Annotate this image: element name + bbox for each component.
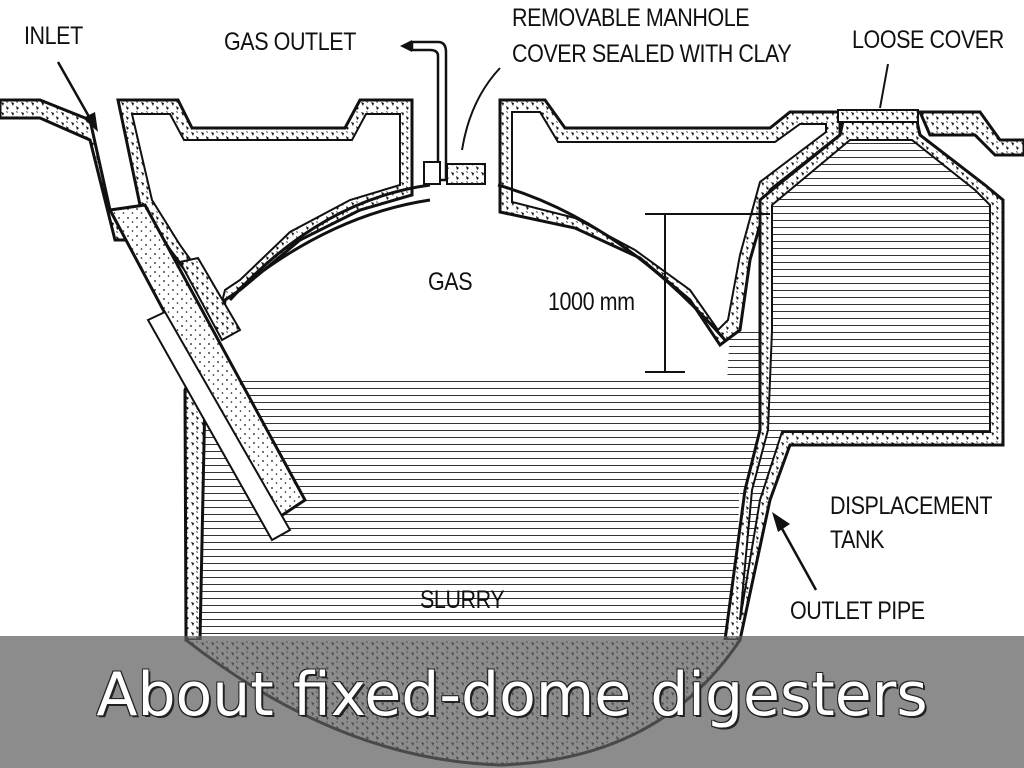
caption-band xyxy=(0,636,1024,768)
label-manhole-line2: COVER SEALED WITH CLAY xyxy=(512,40,792,68)
manhole-cover xyxy=(446,163,486,185)
loose-cover xyxy=(837,109,919,123)
label-dimension: 1000 mm xyxy=(548,288,635,316)
slide-caption: About fixed-dome digesters xyxy=(96,660,928,730)
label-outlet-pipe: OUTLET PIPE xyxy=(790,597,925,625)
label-slurry: SLURRY xyxy=(420,586,505,614)
label-displacement-line2: TANK xyxy=(830,526,885,554)
label-gas-outlet: GAS OUTLET xyxy=(224,28,356,56)
label-inlet: INLET xyxy=(24,22,83,50)
label-loose-cover: LOOSE COVER xyxy=(852,26,1004,54)
gas-outlet-pipe xyxy=(410,40,448,182)
dome-right xyxy=(497,183,727,341)
label-gas: GAS xyxy=(428,268,473,296)
label-displacement-line1: DISPLACEMENT xyxy=(830,492,993,520)
dome-left xyxy=(228,183,431,302)
label-manhole-line1: REMOVABLE MANHOLE xyxy=(512,4,750,32)
slurry-area xyxy=(190,380,760,640)
